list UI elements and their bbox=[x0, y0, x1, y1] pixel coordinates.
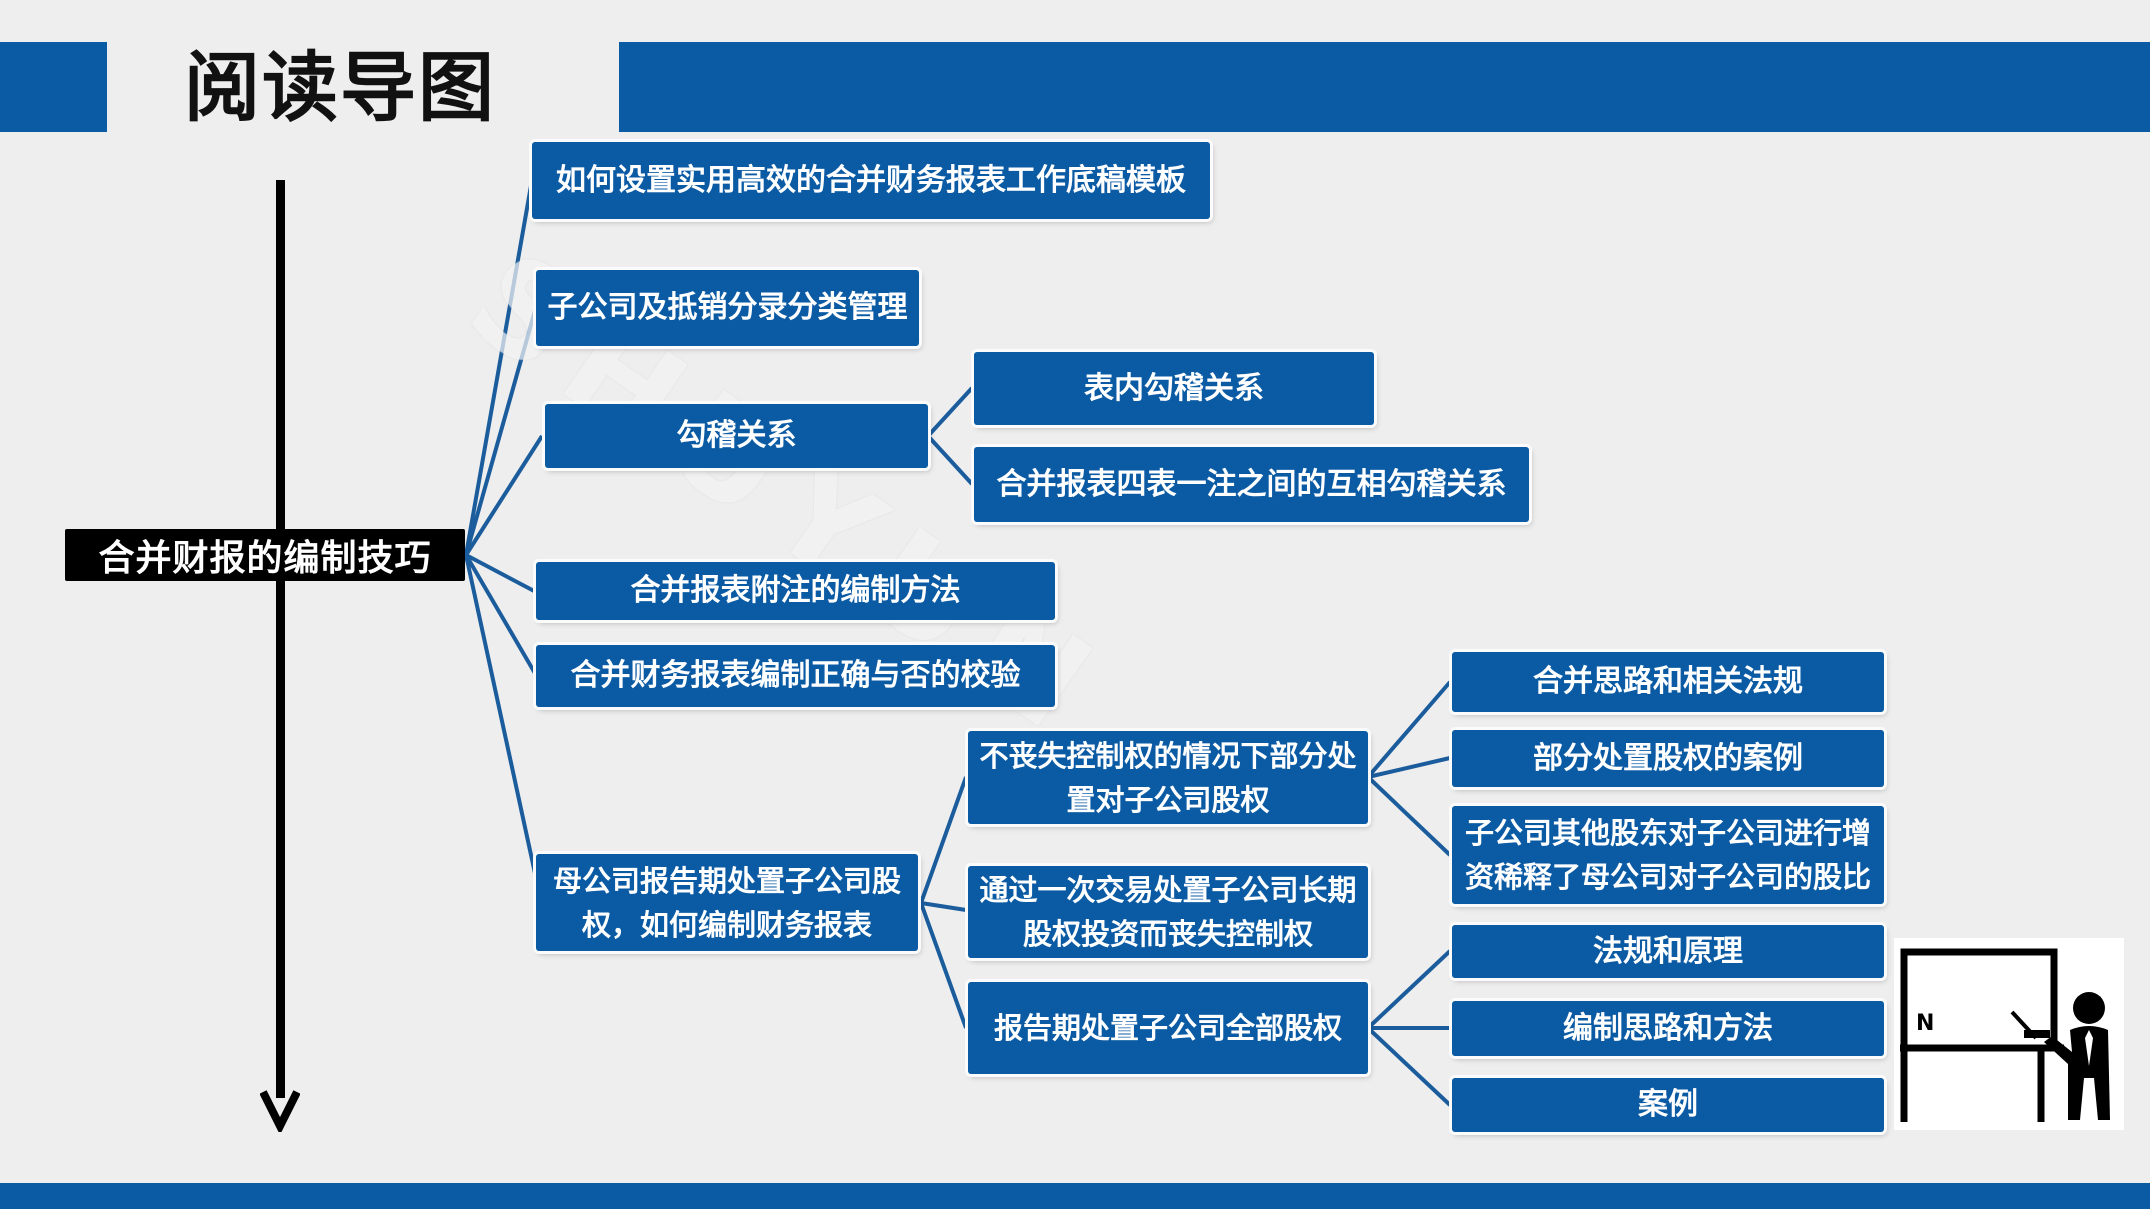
node-reconciliation: 勾稽关系 bbox=[545, 404, 928, 468]
node-dilution: 子公司其他股东对子公司进行增资稀释了母公司对子公司的股比 bbox=[1452, 806, 1884, 904]
header-bar-left bbox=[0, 42, 107, 132]
node-ideas-methods: 编制思路和方法 bbox=[1452, 1001, 1884, 1056]
node-full-disposal: 报告期处置子公司全部股权 bbox=[968, 982, 1368, 1074]
node-in-table-reconciliation: 表内勾稽关系 bbox=[974, 352, 1374, 425]
presenter-panel: N bbox=[1894, 938, 2124, 1130]
node-template: 如何设置实用高效的合并财务报表工作底稿模板 bbox=[532, 142, 1210, 219]
node-four-statements-reconciliation: 合并报表四表一注之间的互相勾稽关系 bbox=[974, 447, 1529, 522]
node-ideas-regulations: 合并思路和相关法规 bbox=[1452, 652, 1884, 712]
page-title: 阅读导图 bbox=[184, 43, 496, 132]
node-verification: 合并财务报表编制正确与否的校验 bbox=[536, 645, 1055, 707]
node-loss-of-control: 通过一次交易处置子公司长期股权投资而丧失控制权 bbox=[968, 866, 1368, 958]
node-case: 案例 bbox=[1452, 1078, 1884, 1132]
header-bar-right bbox=[619, 42, 2150, 132]
root-node: 合并财报的编制技巧 bbox=[65, 529, 465, 581]
node-parent-disposal: 母公司报告期处置子公司股权，如何编制财务报表 bbox=[536, 854, 918, 951]
node-partial-disposal-case: 部分处置股权的案例 bbox=[1452, 730, 1884, 787]
node-subsidiary-management: 子公司及抵销分录分类管理 bbox=[536, 270, 919, 346]
node-partial-disposal: 不丧失控制权的情况下部分处置对子公司股权 bbox=[968, 731, 1368, 824]
node-regulations-principles: 法规和原理 bbox=[1452, 925, 1884, 978]
teacher-at-whiteboard-icon: N bbox=[1900, 948, 2110, 1122]
vertical-arrow-line bbox=[276, 180, 285, 1098]
node-notes-method: 合并报表附注的编制方法 bbox=[536, 562, 1055, 620]
footer-bar bbox=[0, 1183, 2150, 1209]
svg-text:N: N bbox=[1916, 1011, 1934, 1036]
arrow-down-icon bbox=[260, 1090, 300, 1132]
